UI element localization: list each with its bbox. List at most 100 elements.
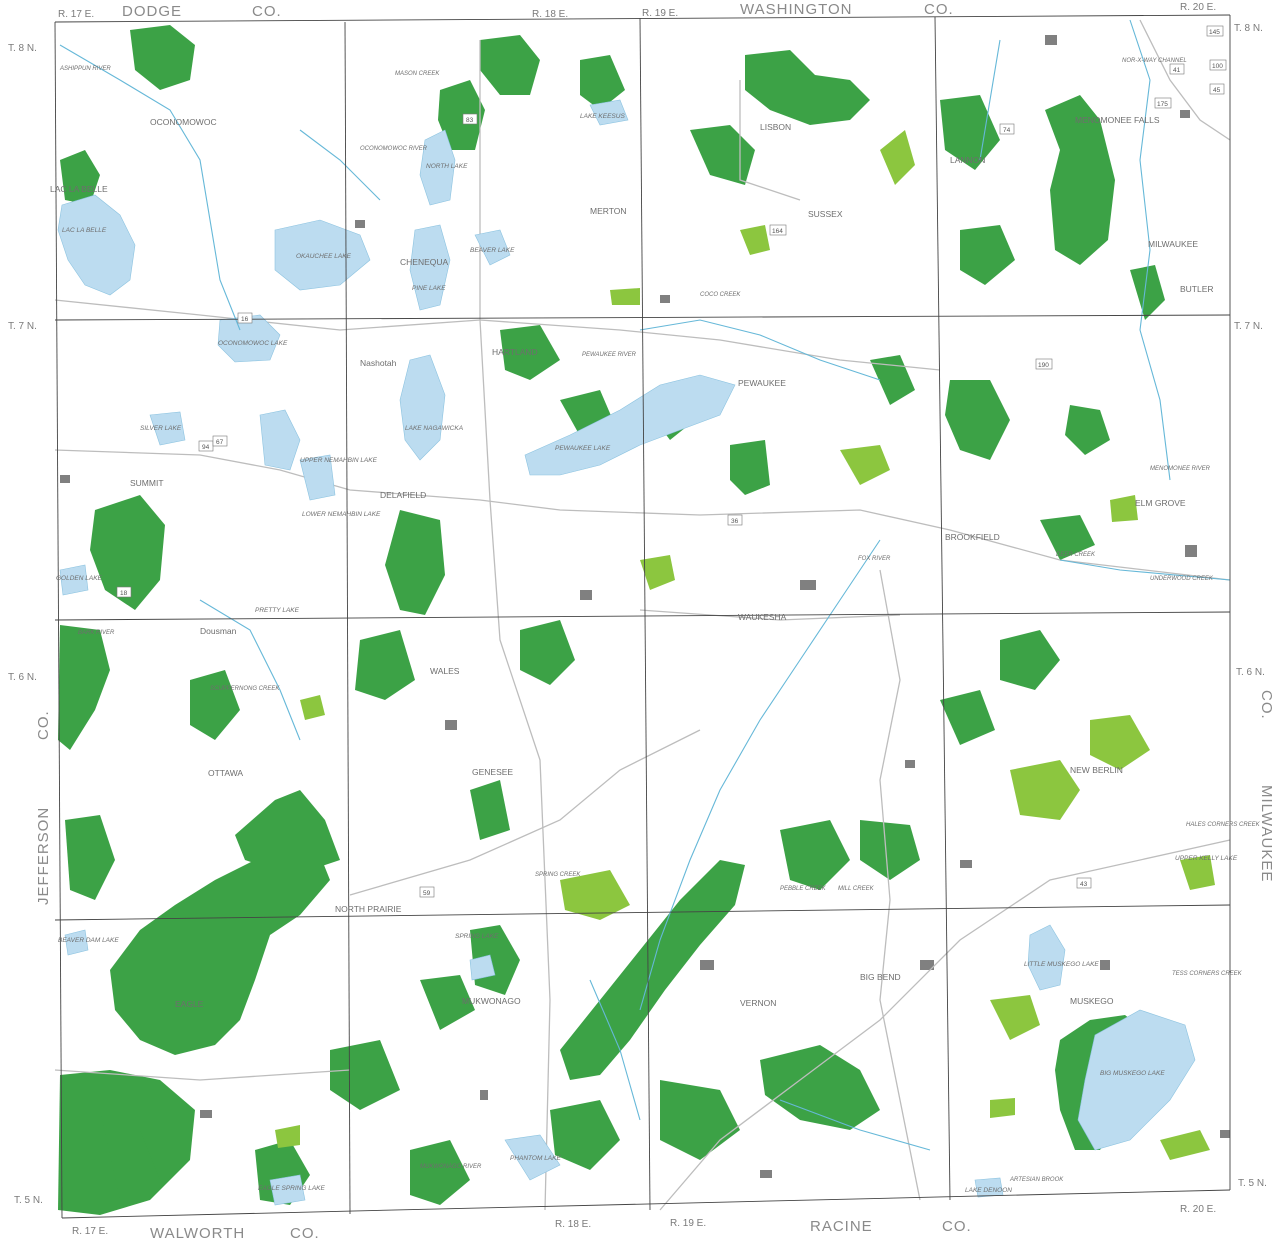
county-label-racine: RACINE	[810, 1218, 873, 1235]
lake-label: LITTLE MUSKEGO LAKE	[1024, 961, 1099, 968]
phantom-lake	[504, 1134, 561, 1181]
stream-layer	[59, 19, 1231, 1151]
place-label: WAUKESHA	[738, 612, 787, 622]
oconomowoc-lake	[217, 314, 281, 363]
highway-shield: 100	[1209, 59, 1227, 71]
little-muskego-lake	[1027, 924, 1066, 991]
svg-text:16: 16	[241, 316, 249, 323]
stream-label: TESS CORNERS CREEK	[1172, 971, 1243, 977]
isolated-natural-area-layer	[275, 130, 1215, 1160]
spring-lake	[469, 954, 496, 981]
lake-label: OCONOMOWOC LAKE	[218, 340, 288, 347]
county-label-washington: WASHINGTON	[740, 1, 853, 18]
highway-shield: 67	[212, 435, 228, 447]
lake-label: PINE LAKE	[412, 285, 446, 292]
lake-label: UPPER KELLY LAKE	[1175, 855, 1238, 862]
lake-label: BIG MUSKEGO LAKE	[1100, 1070, 1165, 1077]
highway-shield: 45	[1209, 83, 1225, 95]
stream-label: MENOMONEE RIVER	[1150, 466, 1211, 472]
lake-label: PRETTY LAKE	[255, 607, 300, 614]
stream-label: DEER CREEK	[1056, 552, 1096, 558]
svg-text:36: 36	[731, 518, 739, 525]
township-label-right-3: T. 6 N.	[1236, 667, 1265, 678]
svg-text:41: 41	[1173, 67, 1181, 74]
lake-layer	[57, 99, 1196, 1206]
highway-shield: 190	[1035, 358, 1053, 370]
lake-label: PHANTOM LAKE	[510, 1155, 561, 1162]
place-label: MILWAUKEE	[1148, 239, 1198, 249]
lake-label: BEAVER LAKE	[470, 247, 515, 254]
place-label: MENOMONEE FALLS	[1075, 115, 1160, 125]
beaver-lake	[474, 229, 511, 266]
township-label-right-4: T. 5 N.	[1238, 1178, 1267, 1189]
svg-text:18: 18	[120, 590, 128, 597]
stream-label: PEBBLE CREEK	[780, 886, 827, 892]
lake-label: UPPER NEMAHBIN LAKE	[300, 457, 378, 464]
place-label: MUSKEGO	[1070, 996, 1114, 1006]
range-label-bottom-4: R. 20 E.	[1180, 1204, 1216, 1215]
pewaukee-lake	[524, 374, 736, 476]
highway-shield: 43	[1076, 877, 1092, 889]
place-label: Nashotah	[360, 358, 397, 368]
keesus-lake	[589, 99, 629, 126]
lac-la-belle-lake	[57, 194, 136, 296]
lake-label: LAKE DENOON	[965, 1187, 1012, 1194]
township-label-left-3: T. 6 N.	[8, 672, 37, 683]
place-label: PEWAUKEE	[738, 378, 786, 388]
place-label: SUMMIT	[130, 478, 164, 488]
svg-text:94: 94	[202, 444, 210, 451]
place-label: OCONOMOWOC	[150, 117, 217, 127]
highway-shield: 145	[1206, 25, 1224, 37]
county-labels: DODGE CO. WASHINGTON CO. WALWORTH CO. RA…	[35, 1, 1275, 1242]
county-label-jefferson-co: CO.	[35, 710, 52, 740]
stream-label: FOX RIVER	[858, 556, 891, 562]
big-muskego-lake	[1077, 1009, 1196, 1151]
place-label: EAGLE	[175, 999, 204, 1009]
lake-label: SILVER LAKE	[140, 425, 182, 432]
place-label: BROOKFIELD	[945, 532, 1000, 542]
stream-label: MILL CREEK	[838, 886, 875, 892]
place-label: LAC LA BELLE	[50, 184, 108, 194]
svg-text:100: 100	[1212, 63, 1223, 70]
lake-label: GOLDEN LAKE	[56, 575, 103, 582]
lake-label: EAGLE SPRING LAKE	[258, 1185, 325, 1192]
place-labels: OCONOMOWOC MERTON LISBON MENOMONEE FALLS…	[50, 115, 1214, 1009]
stream-label: MUKWONAGO RIVER	[420, 1164, 482, 1170]
lake-label: NORTH LAKE	[426, 163, 468, 170]
highway-shield: 164	[769, 224, 787, 236]
svg-text:45: 45	[1213, 87, 1221, 94]
place-label: GENESEE	[472, 767, 513, 777]
silver-lake	[149, 411, 186, 446]
township-grid	[54, 14, 1231, 1219]
svg-text:190: 190	[1038, 362, 1049, 369]
stream-label: ARTESIAN BROOK	[1009, 1177, 1064, 1183]
highway-shield: 175	[1154, 97, 1172, 109]
place-label: MERTON	[590, 206, 627, 216]
place-label: CHENEQUA	[400, 257, 449, 267]
highway-shields: 16 83 94 18 59 67 164 74 41 45 100 145 1…	[116, 25, 1227, 898]
place-label: BIG BEND	[860, 972, 901, 982]
lake-label: OKAUCHEE LAKE	[296, 253, 352, 260]
svg-text:175: 175	[1157, 101, 1168, 108]
lake-labels: LAC LA BELLE OKAUCHEE LAKE NORTH LAKE BE…	[56, 113, 1238, 1194]
lower-nemahbin-lake	[299, 454, 336, 501]
stream-label: SPRING CREEK	[535, 872, 581, 878]
golden-lake	[59, 564, 89, 596]
place-label: BUTLER	[1180, 284, 1214, 294]
range-labels: R. 17 E. R. 18 E. R. 19 E. R. 20 E. R. 1…	[8, 2, 1267, 1237]
lake-label: PEWAUKEE LAKE	[555, 445, 611, 452]
place-label: VERNON	[740, 998, 776, 1008]
stream-label: ASHIPPUN RIVER	[59, 66, 111, 72]
eagle-spring-lake	[269, 1174, 306, 1206]
highway-shield: 41	[1169, 63, 1185, 75]
place-label: WALES	[430, 666, 460, 676]
place-label: LISBON	[760, 122, 791, 132]
svg-text:74: 74	[1003, 127, 1011, 134]
beaver-dam-lake	[64, 929, 89, 956]
stream-label: COCO CREEK	[700, 292, 741, 298]
pine-lake	[409, 224, 451, 311]
county-label-walworth-co: CO.	[290, 1225, 320, 1242]
place-label: OTTAWA	[208, 768, 243, 778]
road-layer	[54, 19, 1231, 1211]
